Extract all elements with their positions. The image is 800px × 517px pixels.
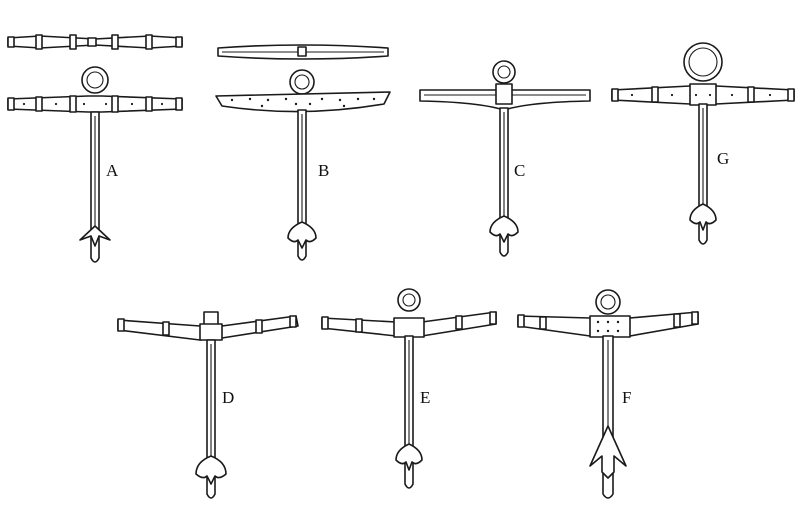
anchor-g-flukes <box>689 203 717 231</box>
anchor-b-stock-top-view <box>217 44 389 60</box>
anchor-f-label: F <box>622 388 631 407</box>
anchor-c-ring <box>492 60 516 84</box>
anchor-a: A <box>7 34 183 263</box>
anchor-d-label: D <box>222 388 234 407</box>
anchor-g-ring <box>683 42 723 82</box>
anchor-e-label: E <box>420 388 430 407</box>
anchor-e-flukes <box>395 443 423 471</box>
anchor-b-flukes <box>287 221 317 249</box>
anchor-e-ring <box>397 288 421 312</box>
anchor-c-stock <box>419 83 591 111</box>
anchor-d-stock <box>117 311 299 341</box>
anchor-d: D <box>117 311 299 499</box>
anchor-a-stock-top-view <box>7 34 183 50</box>
anchor-g: G <box>611 42 795 245</box>
anchor-c: C <box>419 60 591 257</box>
anchor-d-flukes <box>195 455 227 485</box>
anchor-a-label: A <box>106 161 119 180</box>
anchor-g-label: G <box>717 149 729 168</box>
anchor-c-flukes <box>489 215 519 243</box>
anchor-c-label: C <box>514 161 525 180</box>
anchor-g-stock <box>611 83 795 106</box>
anchor-b-ring <box>289 69 315 95</box>
anchor-e: E <box>321 288 497 489</box>
anchor-f-flukes <box>589 425 627 479</box>
anchor-f-stock <box>517 311 699 338</box>
anchor-b: B <box>215 44 391 261</box>
anchor-f: F <box>517 289 699 499</box>
anchor-b-label: B <box>318 161 329 180</box>
anchor-a-stock <box>7 95 183 113</box>
anchor-a-flukes <box>79 225 111 247</box>
anchor-b-stock <box>215 91 391 113</box>
anchor-a-ring <box>81 66 109 94</box>
anchor-f-ring <box>595 289 621 315</box>
anchor-e-stock <box>321 311 497 338</box>
